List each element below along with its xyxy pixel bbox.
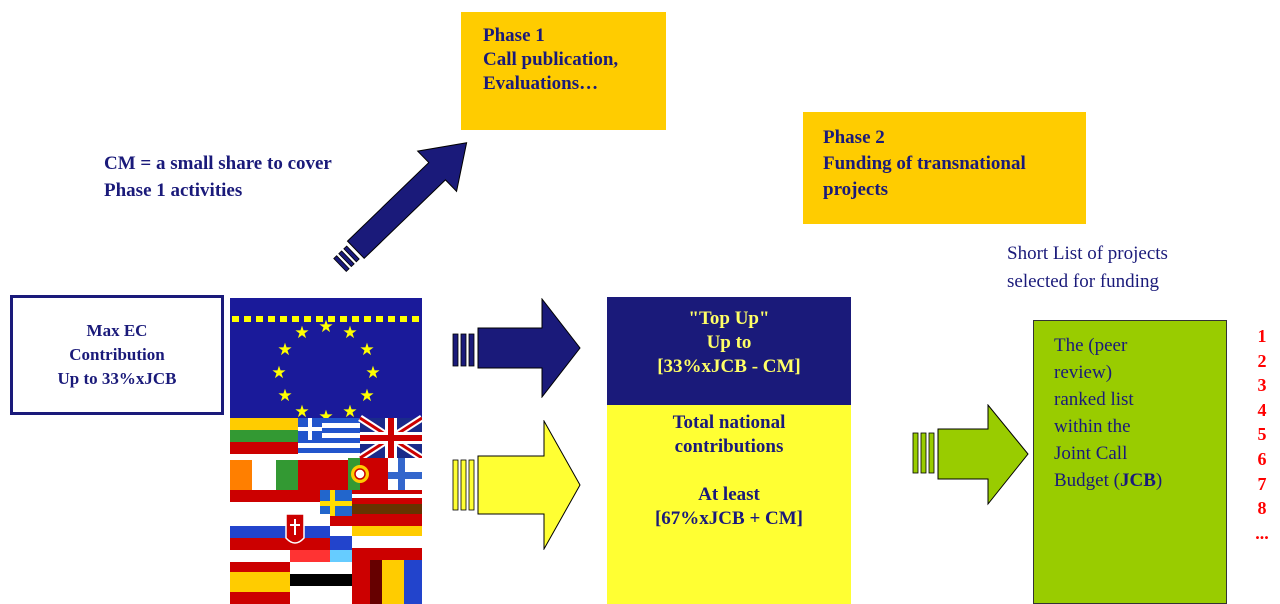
svg-text:★: ★ — [359, 340, 374, 360]
flags-collage: ★ ★ ★ ★ ★ ★ ★ ★ ★ ★ ★ ★ — [230, 298, 422, 604]
top-up-line2: Up to — [706, 332, 752, 353]
rank-number: 1 — [1257, 326, 1267, 346]
svg-text:★: ★ — [294, 323, 309, 343]
national-line3: At least — [698, 484, 760, 505]
svg-text:★: ★ — [342, 323, 357, 343]
cm-note-line1: CM = a small share to cover — [104, 153, 332, 174]
ec-topup-arrow — [452, 298, 581, 398]
cm-note-line2: Phase 1 activities — [104, 180, 243, 201]
rank-number: 4 — [1257, 399, 1267, 420]
ranked-line6-jcb: JCB — [1119, 470, 1156, 491]
phase2-line2: Funding of transnational — [823, 153, 1026, 174]
ranked-line1: The (peer — [1054, 335, 1128, 356]
phase1-line2: Call publication, — [483, 49, 619, 70]
rank-number: 8 — [1257, 498, 1267, 519]
phase1-box: Phase 1 Call publication, Evaluations… — [461, 12, 666, 130]
phase2-line3: projects — [823, 179, 889, 200]
short-list-caption: Short List of projects selected for fund… — [1007, 240, 1168, 296]
rank-number: 5 — [1257, 424, 1267, 445]
top-up-line3: [33%xJCB - CM] — [657, 356, 801, 377]
short-list-line1: Short List of projects — [1007, 243, 1168, 264]
max-ec-contribution-box: Max EC Contribution Up to 33%xJCB — [10, 295, 224, 415]
rank-number: 6 — [1257, 448, 1267, 469]
national-line4: [67%xJCB + CM] — [654, 508, 804, 529]
top-up-line1: "Top Up" — [688, 308, 770, 329]
ranked-line4: within the — [1054, 416, 1131, 437]
svg-text:★: ★ — [277, 340, 292, 360]
national-contribution-arrow — [452, 420, 581, 550]
phase2-title: Phase 2 — [823, 127, 885, 148]
ranked-list-box: The (peer review) ranked list within the… — [1033, 320, 1227, 604]
phase1-line3: Evaluations… — [483, 73, 599, 94]
ranked-line6-suffix: ) — [1155, 470, 1163, 491]
national-flags-icon — [230, 415, 422, 604]
diagonal-arrow — [333, 142, 468, 273]
ec-line3: Up to 33%xJCB — [57, 369, 177, 388]
svg-text:★: ★ — [342, 402, 357, 422]
ec-line1: Max EC — [86, 321, 148, 340]
ranked-line6: Budget (JCB) — [1054, 467, 1226, 494]
short-list-line2: selected for funding — [1007, 271, 1159, 292]
ranked-list-arrow — [912, 404, 1029, 506]
svg-text:★: ★ — [365, 363, 380, 383]
rank-number: ... — [1255, 522, 1269, 543]
ec-line2: Contribution — [69, 345, 165, 364]
svg-text:★: ★ — [318, 317, 333, 337]
eu-flag-icon: ★ ★ ★ ★ ★ ★ ★ ★ ★ ★ ★ ★ — [230, 298, 422, 427]
ranked-line6-prefix: Budget ( — [1054, 470, 1120, 491]
phase1-title: Phase 1 — [483, 25, 545, 46]
svg-text:★: ★ — [271, 363, 286, 383]
rank-number: 7 — [1257, 473, 1267, 494]
phase2-box: Phase 2 Funding of transnational project… — [803, 112, 1086, 224]
rank-numbers: 1 2 3 4 5 6 7 8 ... — [1250, 324, 1274, 545]
national-line1: Total national — [672, 412, 786, 433]
rank-number: 2 — [1257, 350, 1267, 371]
national-contributions-box: Total national contributions At least [6… — [607, 405, 851, 604]
svg-text:★: ★ — [359, 386, 374, 406]
cm-note: CM = a small share to cover Phase 1 acti… — [104, 150, 332, 204]
svg-text:★: ★ — [294, 402, 309, 422]
national-line2: contributions — [674, 436, 784, 457]
ranked-line3: ranked list — [1054, 389, 1134, 410]
ranked-line5: Joint Call — [1054, 443, 1128, 464]
svg-text:★: ★ — [277, 386, 292, 406]
rank-number: 3 — [1257, 375, 1267, 396]
top-up-box: "Top Up" Up to [33%xJCB - CM] — [607, 297, 851, 405]
ranked-line2: review) — [1054, 362, 1113, 383]
